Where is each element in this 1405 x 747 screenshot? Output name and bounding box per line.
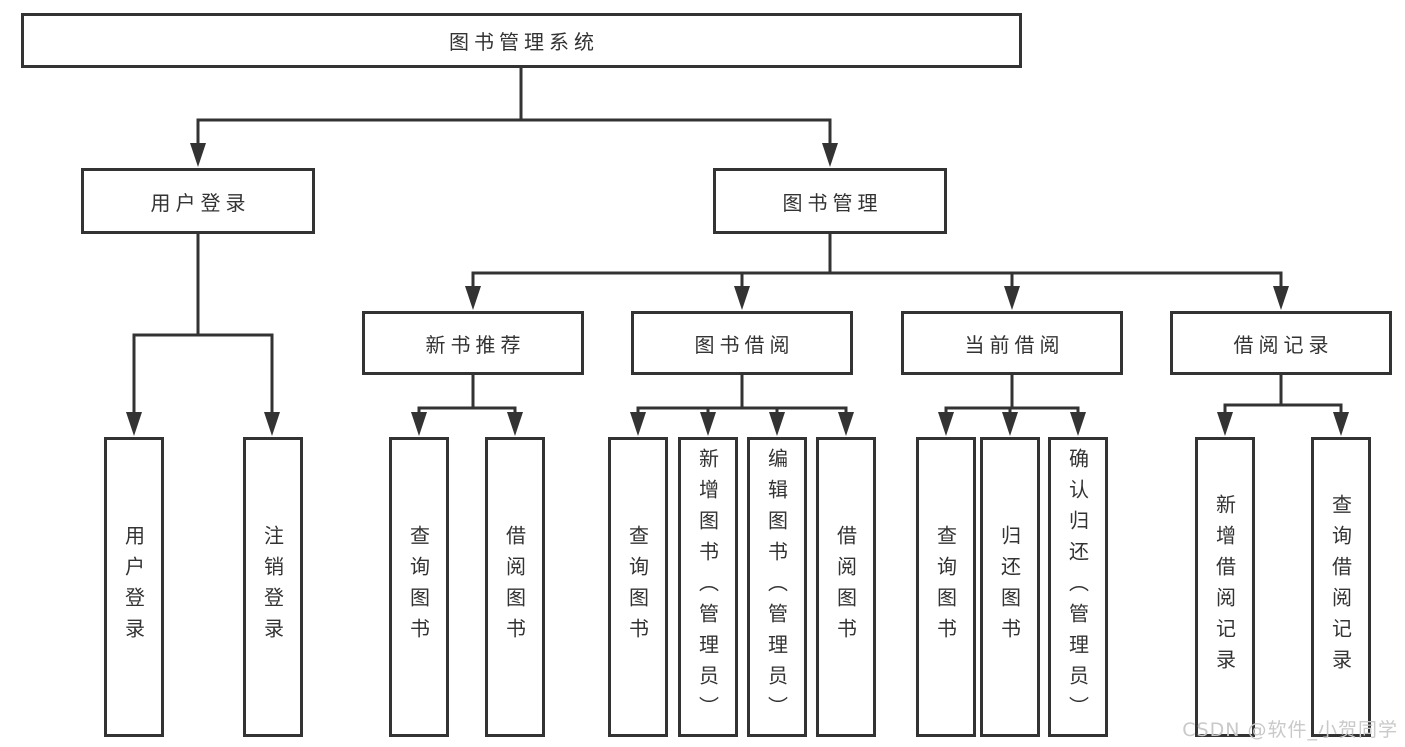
node-leaf-query-borrow-record: 查询借阅记录 bbox=[1311, 437, 1371, 737]
node-leaf-query-books-current: 查询图书 bbox=[916, 437, 976, 737]
node-leaf-add-books-admin: 新增图书（管理员） bbox=[678, 437, 738, 737]
node-leaf-confirm-return-admin: 确认归还（管理员） bbox=[1048, 437, 1108, 737]
node-leaf-borrow-books-recommend: 借阅图书 bbox=[485, 437, 545, 737]
node-leaf-edit-books-admin: 编辑图书（管理员） bbox=[747, 437, 807, 737]
node-current-borrow: 当前借阅 bbox=[901, 311, 1123, 375]
node-leaf-borrow-books: 借阅图书 bbox=[816, 437, 876, 737]
node-leaf-query-books-borrow: 查询图书 bbox=[608, 437, 668, 737]
node-user-login: 用户登录 bbox=[81, 168, 315, 234]
node-borrow-records: 借阅记录 bbox=[1170, 311, 1392, 375]
node-book-management: 图书管理 bbox=[713, 168, 947, 234]
node-leaf-user-login: 用户登录 bbox=[104, 437, 164, 737]
node-leaf-query-books-recommend: 查询图书 bbox=[389, 437, 449, 737]
node-leaf-logout: 注销登录 bbox=[243, 437, 303, 737]
node-book-borrow: 图书借阅 bbox=[631, 311, 853, 375]
node-new-book-recommend: 新书推荐 bbox=[362, 311, 584, 375]
node-leaf-add-borrow-record: 新增借阅记录 bbox=[1195, 437, 1255, 737]
node-leaf-return-books: 归还图书 bbox=[980, 437, 1040, 737]
node-root-system: 图书管理系统 bbox=[21, 13, 1022, 68]
